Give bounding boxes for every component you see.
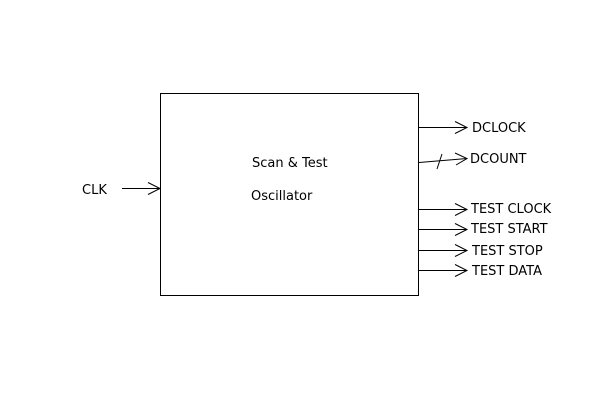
test-data-arrow-icon — [454, 264, 469, 277]
dcount-label: DCOUNT — [470, 152, 527, 167]
clk-label: CLK — [82, 183, 107, 198]
output-test-data: TEST DATA — [419, 264, 542, 279]
test-data-label: TEST DATA — [471, 264, 542, 279]
test-clock-label: TEST CLOCK — [470, 202, 552, 217]
dcount-arrow-icon — [454, 152, 469, 166]
dcount-signal-line — [418, 158, 468, 163]
clk-arrow-icon — [147, 182, 162, 195]
output-test-stop: TEST STOP — [419, 244, 543, 259]
block-title-line1: Scan & Test — [252, 156, 328, 171]
output-dclock: DCLOCK — [419, 121, 526, 136]
output-test-start: TEST START — [419, 222, 548, 237]
output-dcount: DCOUNT — [418, 152, 527, 170]
dcount-bus-slash-icon — [436, 153, 443, 170]
dclock-label: DCLOCK — [472, 121, 526, 136]
test-start-label: TEST START — [470, 222, 548, 237]
output-test-clock: TEST CLOCK — [419, 202, 552, 217]
input-clk: CLK — [82, 182, 162, 198]
dclock-arrow-icon — [454, 121, 469, 134]
test-clock-arrow-icon — [454, 203, 469, 216]
test-stop-label: TEST STOP — [471, 244, 543, 259]
oscillator-block — [160, 93, 419, 296]
test-start-arrow-icon — [454, 223, 469, 236]
block-title-line2: Oscillator — [251, 189, 313, 204]
test-stop-arrow-icon — [454, 244, 469, 257]
